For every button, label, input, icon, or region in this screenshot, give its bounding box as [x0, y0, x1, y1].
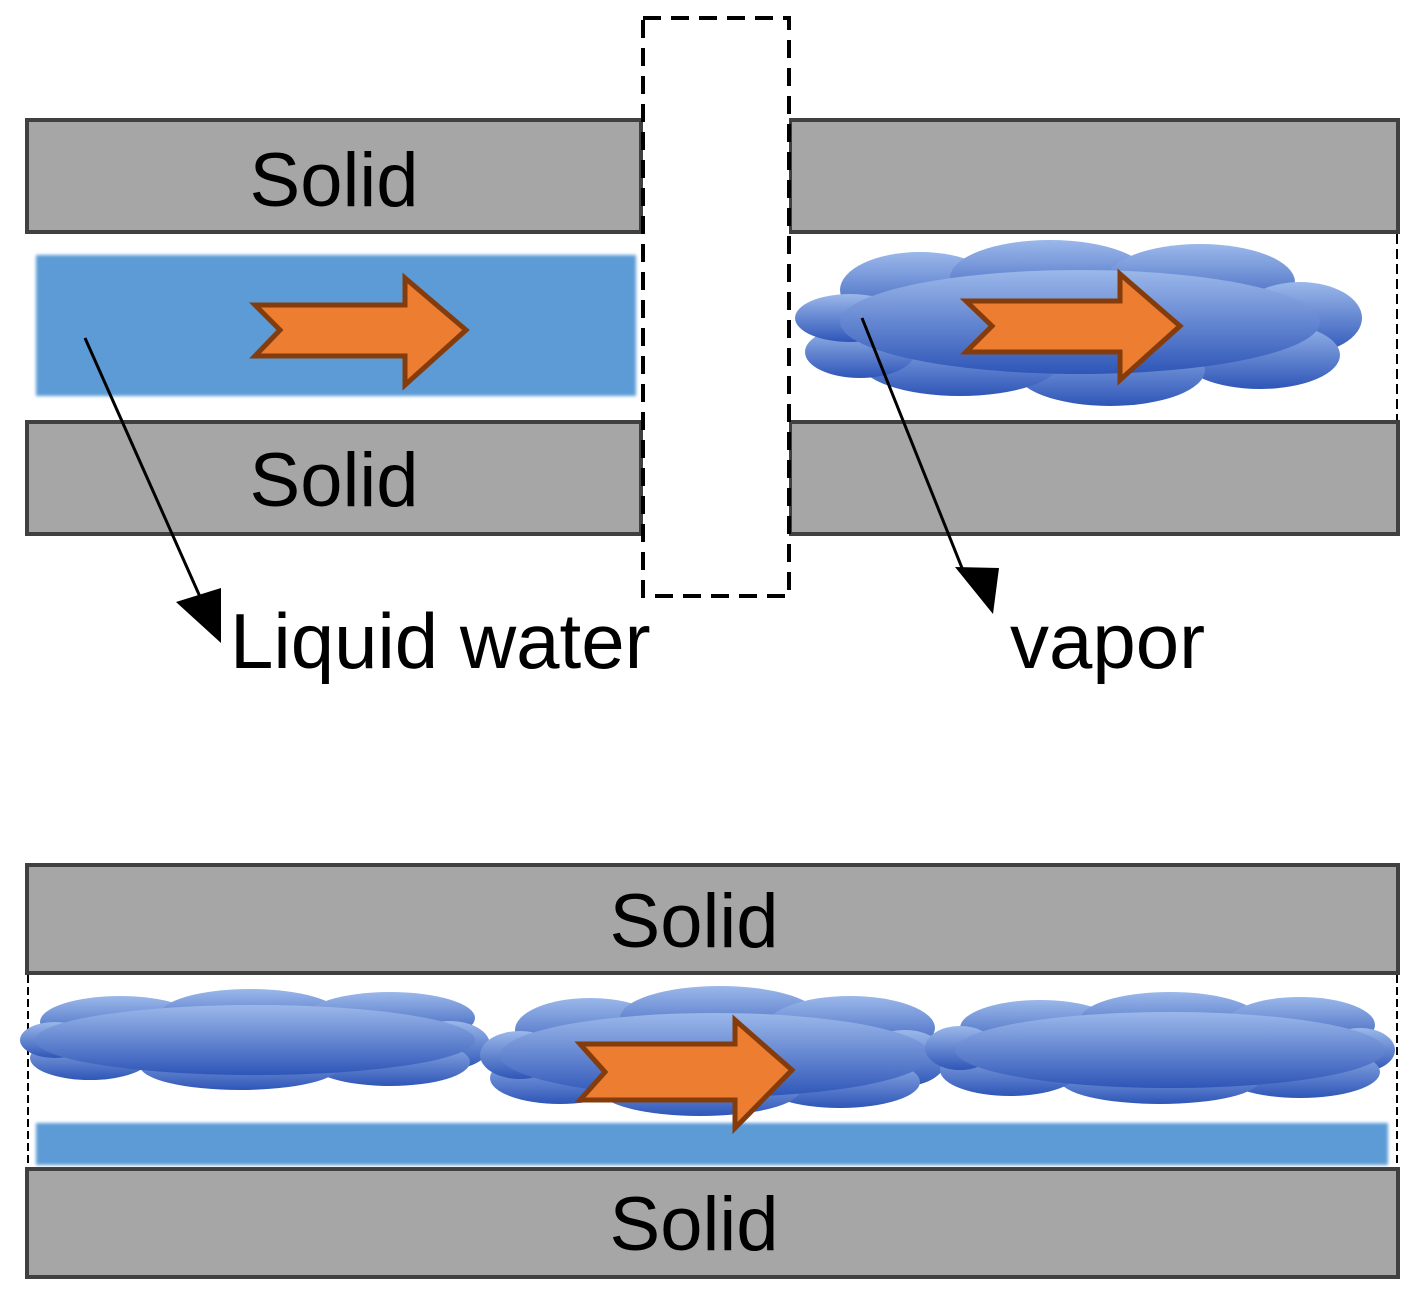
- liquid-water-label: Liquid water: [230, 597, 651, 685]
- flow-arrow-icon: [959, 268, 1184, 386]
- transition-zone-dashed-box: [641, 16, 791, 598]
- flow-arrow-icon: [248, 272, 470, 391]
- bottom-upper-solid-label: Solid: [610, 879, 779, 964]
- pointer-arrow-icon: [860, 317, 999, 614]
- bottom-lower-solid-plate: [25, 1167, 1400, 1279]
- vapor-cloud-icon: [925, 992, 1395, 1104]
- top-diagram: Solid Solid Liquid water vapor: [25, 16, 1400, 685]
- bottom-lower-solid-label: Solid: [610, 1182, 779, 1267]
- bottom-diagram: Solid Solid: [20, 863, 1400, 1279]
- vapor-cloud-icon: [795, 240, 1362, 406]
- flow-arrow-icon: [574, 1014, 796, 1135]
- top-right-upper-solid-plate: [788, 118, 1400, 234]
- bottom-upper-solid-plate: [25, 863, 1400, 975]
- top-left-upper-solid-plate: [25, 118, 643, 234]
- top-right-lower-solid-plate: [788, 420, 1400, 536]
- top-lower-solid-label: Solid: [250, 438, 419, 523]
- vapor-label: vapor: [1010, 597, 1205, 685]
- pointer-arrow-icon: [83, 337, 221, 643]
- vapor-cloud-icon: [20, 989, 490, 1090]
- top-upper-solid-label: Solid: [250, 138, 419, 223]
- liquid-film-band: [36, 1123, 1388, 1165]
